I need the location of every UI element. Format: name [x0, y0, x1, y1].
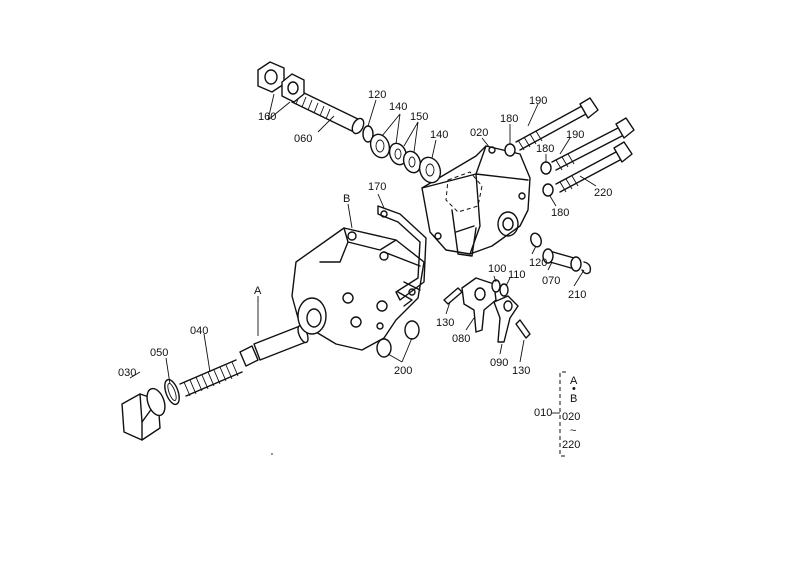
- label-060: 060: [294, 133, 312, 145]
- lever-090: [493, 295, 519, 343]
- label-140-b: 140: [430, 129, 448, 141]
- washer-100: [491, 279, 501, 293]
- label-B: B: [343, 193, 350, 205]
- label-130-right: 130: [512, 365, 530, 377]
- legend-item-A: A: [570, 375, 578, 387]
- label-130-left: 130: [436, 317, 454, 329]
- leader-lines: [129, 93, 597, 385]
- spring-040: [179, 359, 243, 397]
- label-090: 090: [490, 357, 508, 369]
- label-070: 070: [542, 275, 560, 287]
- label-170: 170: [368, 181, 386, 193]
- lever-080: [461, 277, 497, 333]
- valve-housing-B: [291, 227, 425, 351]
- ring-110: [499, 283, 509, 297]
- cover-020: [421, 145, 531, 257]
- washer-180-a: [504, 143, 516, 157]
- bolt-220: [555, 141, 633, 193]
- stray-dot: [271, 453, 273, 455]
- label-190-a: 190: [529, 95, 547, 107]
- washer-150: [388, 142, 422, 174]
- label-080: 080: [452, 333, 470, 345]
- label-100: 100: [488, 263, 506, 275]
- part-labels: 030 050 040 A B 160 060 120 140 150 140 …: [118, 89, 612, 379]
- gasket-170: [377, 205, 427, 301]
- label-040: 040: [190, 325, 208, 337]
- assembly-legend: 010 A • B 020 ~ 220: [534, 371, 580, 457]
- washer-140-b: [418, 156, 442, 184]
- legend-item-220: 220: [562, 439, 580, 451]
- o-ring-200-b: [376, 338, 392, 358]
- label-150: 150: [410, 111, 428, 123]
- stud-060: [291, 89, 365, 135]
- label-110: 110: [508, 269, 526, 281]
- legend-dot: •: [572, 383, 576, 395]
- label-120-right: 120: [529, 257, 547, 269]
- label-220: 220: [594, 187, 612, 199]
- label-200: 200: [394, 365, 412, 377]
- o-ring-120: [530, 232, 542, 248]
- label-020: 020: [470, 127, 488, 139]
- legend-item-020: 020: [562, 411, 580, 423]
- label-030: 030: [118, 367, 136, 379]
- label-160: 160: [258, 111, 276, 123]
- label-050: 050: [150, 347, 168, 359]
- washer-180-c: [542, 183, 554, 197]
- label-190-b: 190: [566, 129, 584, 141]
- bolt-190-top: [515, 97, 599, 151]
- clip-210: [581, 261, 592, 275]
- washer-140-a: [369, 133, 391, 159]
- label-140-a: 140: [389, 101, 407, 113]
- label-180-c: 180: [551, 207, 569, 219]
- o-ring-200-a: [404, 320, 420, 340]
- plug-bolt-030: [121, 387, 166, 441]
- spring-pin-130-right: [515, 319, 531, 339]
- label-A: A: [254, 285, 262, 297]
- label-120-top: 120: [368, 89, 386, 101]
- label-180-a: 180: [500, 113, 518, 125]
- legend-group-label: 010: [534, 407, 552, 419]
- label-180-b: 180: [536, 143, 554, 155]
- pin-070: [542, 248, 582, 272]
- bolt-190-mid: [551, 117, 635, 171]
- legend-tilde: ~: [570, 425, 576, 437]
- spring-pin-130-left: [443, 287, 463, 305]
- seal-ring-050: [164, 378, 180, 406]
- nut-160: [257, 61, 305, 103]
- label-210: 210: [568, 289, 586, 301]
- legend-item-B: B: [570, 393, 577, 405]
- washer-180-b: [540, 161, 552, 175]
